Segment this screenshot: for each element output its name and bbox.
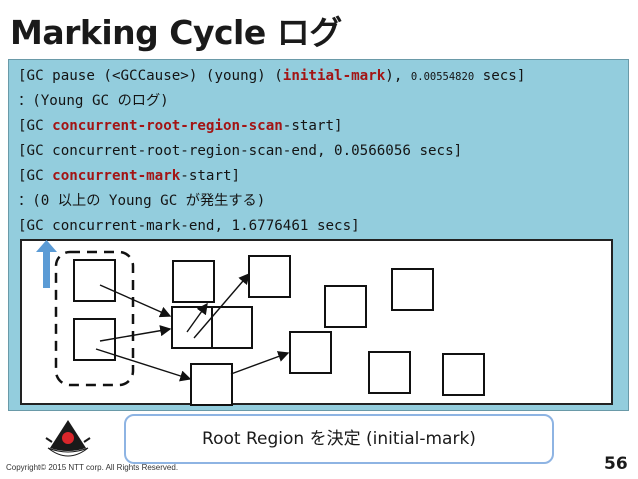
reference-arrow (186, 302, 208, 333)
root-region-boundary (54, 250, 135, 387)
log-line: [GC concurrent-mark-start] (18, 164, 626, 189)
log-text: secs] (474, 68, 526, 84)
log-line: [GC pause (<GCCause>) (young) (initial-m… (18, 64, 626, 89)
page-number: 56 (604, 454, 628, 474)
reference-arrow (99, 284, 172, 318)
log-text: -start] (180, 168, 241, 184)
heap-region (190, 363, 233, 406)
log-keyword: concurrent-mark (52, 168, 181, 184)
log-text: [GC concurrent-mark-end, 1.6776461 secs] (18, 218, 360, 234)
reference-arrow (193, 272, 250, 339)
log-text: ：(0 以上の Young GC が発生する) (18, 193, 266, 209)
heap-region (391, 268, 434, 311)
log-line: ：(0 以上の Young GC が発生する) (18, 189, 626, 214)
log-keyword: initial-mark (282, 68, 386, 84)
log-line: [GC concurrent-root-region-scan-start] (18, 114, 626, 139)
log-line: [GC concurrent-root-region-scan-end, 0.0… (18, 139, 626, 164)
log-line: [GC concurrent-mark-end, 1.6776461 secs] (18, 214, 626, 239)
copyright-text: Copyright© 2015 NTT corp. All Rights Res… (6, 463, 179, 472)
log-text: -start] (282, 118, 343, 134)
reference-arrow (95, 348, 192, 382)
root-region-upper (73, 259, 116, 302)
heap-region (368, 351, 411, 394)
slide-title: Marking Cycle ログ (10, 13, 342, 52)
heap-region (289, 331, 332, 374)
heap-region (171, 306, 213, 349)
callout-box (124, 414, 554, 464)
heap-region (172, 260, 215, 303)
log-text: 0.00554820 (410, 71, 475, 83)
up-arrow-icon (36, 240, 57, 288)
heap-region (324, 285, 367, 328)
log-text: ：(Young GC のログ) (18, 93, 169, 109)
log-keyword: concurrent-root-region-scan (52, 118, 283, 134)
duke-mascot-icon (45, 420, 91, 457)
gc-log-lines: [GC pause (<GCCause>) (young) (initial-m… (18, 64, 626, 264)
reference-arrow (230, 351, 290, 375)
heap-region-diagram (20, 239, 613, 406)
heap-region (442, 353, 485, 396)
reference-arrow (99, 325, 172, 342)
log-text: [GC (18, 118, 53, 134)
log-text: [GC concurrent-root-region-scan-end, 0.0… (18, 143, 463, 159)
heap-region (211, 306, 253, 349)
log-line: ：(Young GC のログ) (18, 89, 626, 114)
heap-region (248, 255, 291, 298)
log-text: [GC (18, 168, 53, 184)
log-text: [GC pause (<GCCause>) (young) ( (18, 68, 283, 84)
heap-regions-svg (54, 250, 485, 406)
callout-text: Root Region を決定 (initial-mark) (202, 429, 476, 449)
log-text: ), (385, 68, 411, 84)
